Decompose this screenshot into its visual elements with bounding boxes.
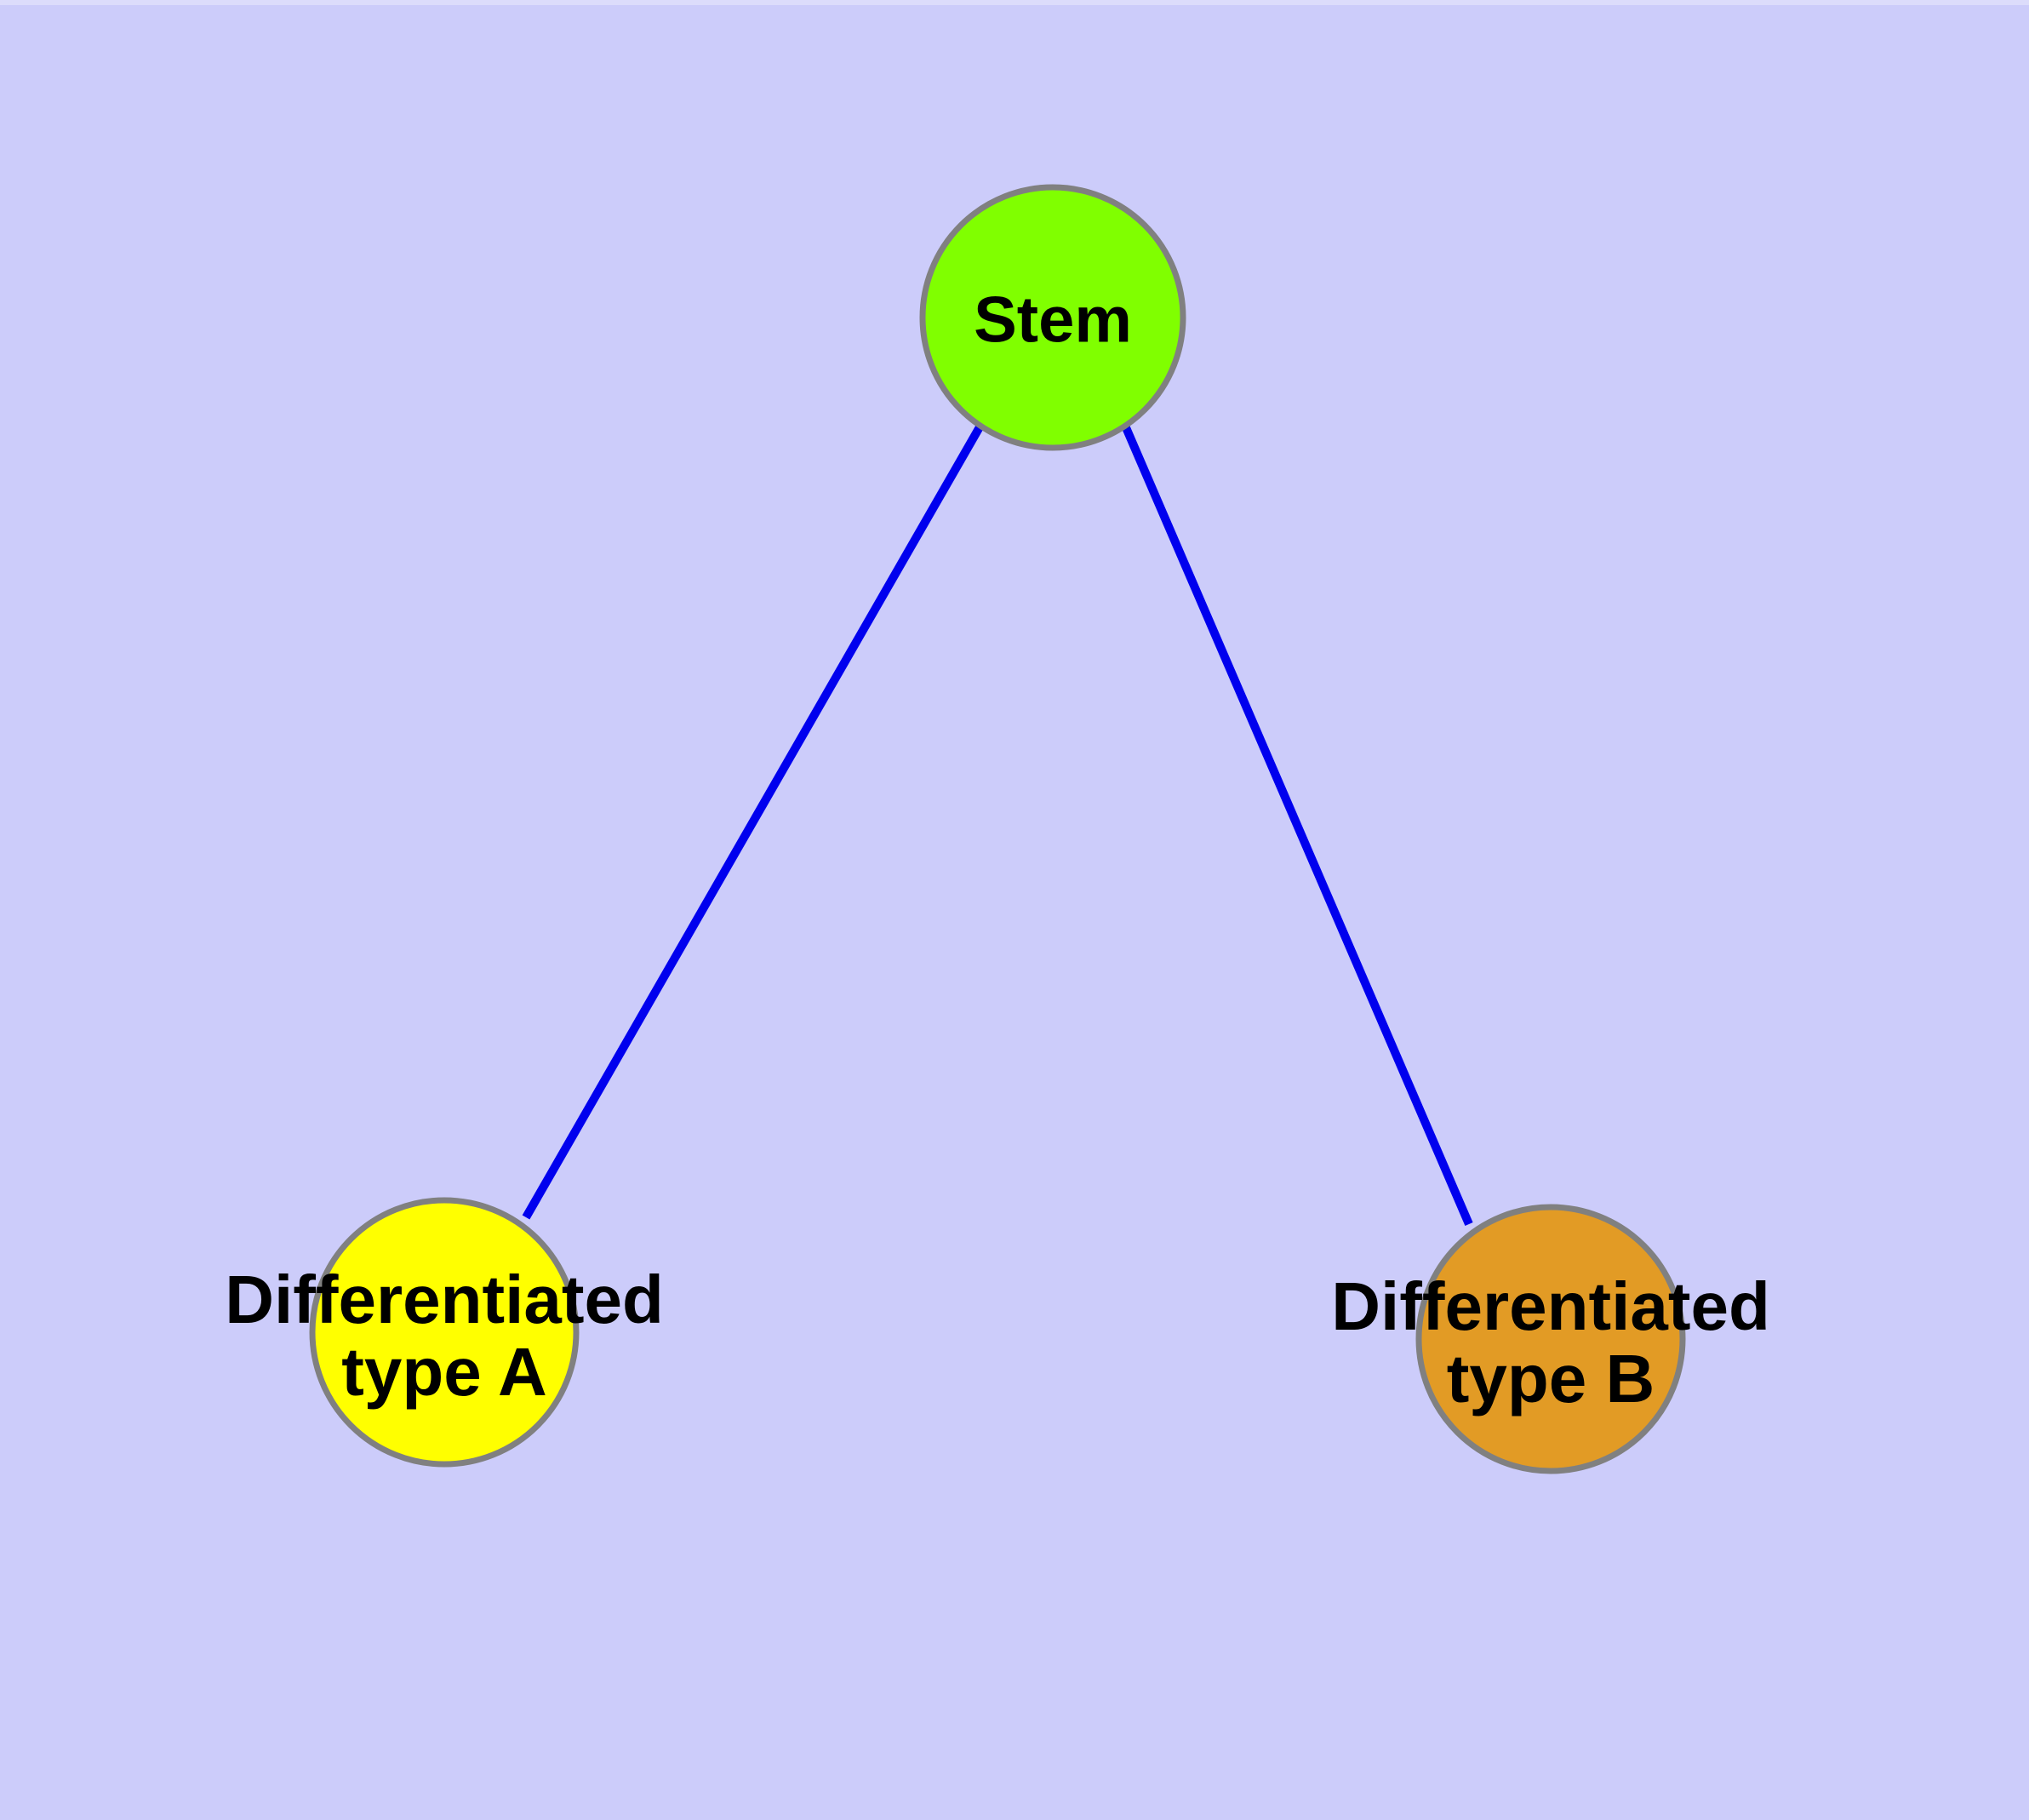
top-edge-strip <box>0 0 2029 5</box>
edge-stem-to-differentiated-type-b <box>1121 424 1473 1226</box>
edge-stem-to-differentiated-type-a <box>522 423 985 1220</box>
node-stem[interactable] <box>919 184 1186 451</box>
node-differentiated-type-b[interactable] <box>1415 1204 1686 1474</box>
node-differentiated-type-a[interactable] <box>309 1197 580 1468</box>
